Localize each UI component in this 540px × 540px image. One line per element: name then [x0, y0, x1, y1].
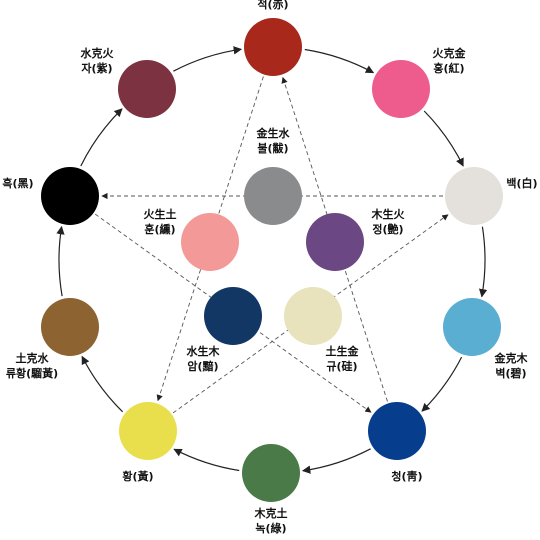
color-nodes: [41, 18, 503, 502]
ring-arrow: [423, 110, 464, 167]
color-label-nok: 녹(綠): [255, 521, 286, 535]
color-label-bul: 불(黻): [257, 141, 288, 155]
color-circle-jeong: [306, 213, 364, 271]
color-label-hong: 홍(紅): [433, 61, 464, 75]
color-label-byeok: 벽(碧): [495, 366, 526, 380]
outer-cycle-ring: [56, 46, 488, 474]
color-label-ja: 자(紫): [81, 61, 112, 75]
ring-arrow: [173, 448, 240, 472]
color-circle-baek: [445, 167, 503, 225]
ring-arrow: [304, 48, 375, 74]
color-circle-bul: [244, 167, 302, 225]
color-label-baek: 백(白): [506, 176, 537, 190]
color-label-gyu: 土生金: [326, 344, 360, 358]
color-label-ryuhwang: 류황(騮黃): [6, 366, 58, 380]
color-label-jeok: 적(赤): [257, 0, 288, 11]
color-label-heuk: 흑(黑): [2, 176, 33, 190]
color-circle-hong: [372, 60, 430, 118]
color-label-am: 암(黯): [187, 359, 218, 373]
color-label-nok: 木克土: [254, 506, 288, 520]
ring-arrow: [478, 226, 488, 298]
ring-arrow: [80, 108, 123, 167]
ring-arrow: [421, 356, 463, 412]
ring-arrow: [81, 355, 124, 413]
color-label-byeok: 金克木: [494, 351, 529, 365]
ring-arrow: [301, 448, 371, 474]
color-label-cheong: 청(靑): [391, 469, 422, 483]
color-circle-hwang: [119, 402, 177, 460]
color-circle-heuk: [41, 167, 99, 225]
color-label-ryuhwang: 土克水: [16, 351, 50, 365]
color-label-hun: 훈(纁): [144, 222, 175, 236]
color-circle-gyu: [284, 287, 342, 345]
color-circle-ryuhwang: [41, 298, 99, 356]
color-label-jeong: 木生火: [371, 207, 406, 221]
color-circle-cheong: [368, 402, 426, 460]
color-circle-am: [204, 287, 262, 345]
ring-arrow: [173, 46, 243, 72]
color-circle-jeok: [244, 18, 302, 76]
color-circle-byeok: [443, 298, 501, 356]
color-label-am: 水生木: [187, 344, 221, 358]
color-label-hun: 火生土: [144, 207, 177, 221]
color-circle-nok: [242, 444, 300, 502]
color-circle-hun: [181, 213, 239, 271]
color-label-hong: 火克金: [433, 46, 467, 60]
color-label-gyu: 규(硅): [326, 359, 357, 373]
color-circle-ja: [118, 60, 176, 118]
color-label-ja: 水克火: [81, 46, 115, 60]
color-label-bul: 金生水: [256, 126, 291, 140]
ring-arrow: [56, 225, 65, 297]
color-label-hwang: 황(黃): [122, 469, 153, 483]
color-label-jeong: 정(艶): [372, 222, 403, 236]
